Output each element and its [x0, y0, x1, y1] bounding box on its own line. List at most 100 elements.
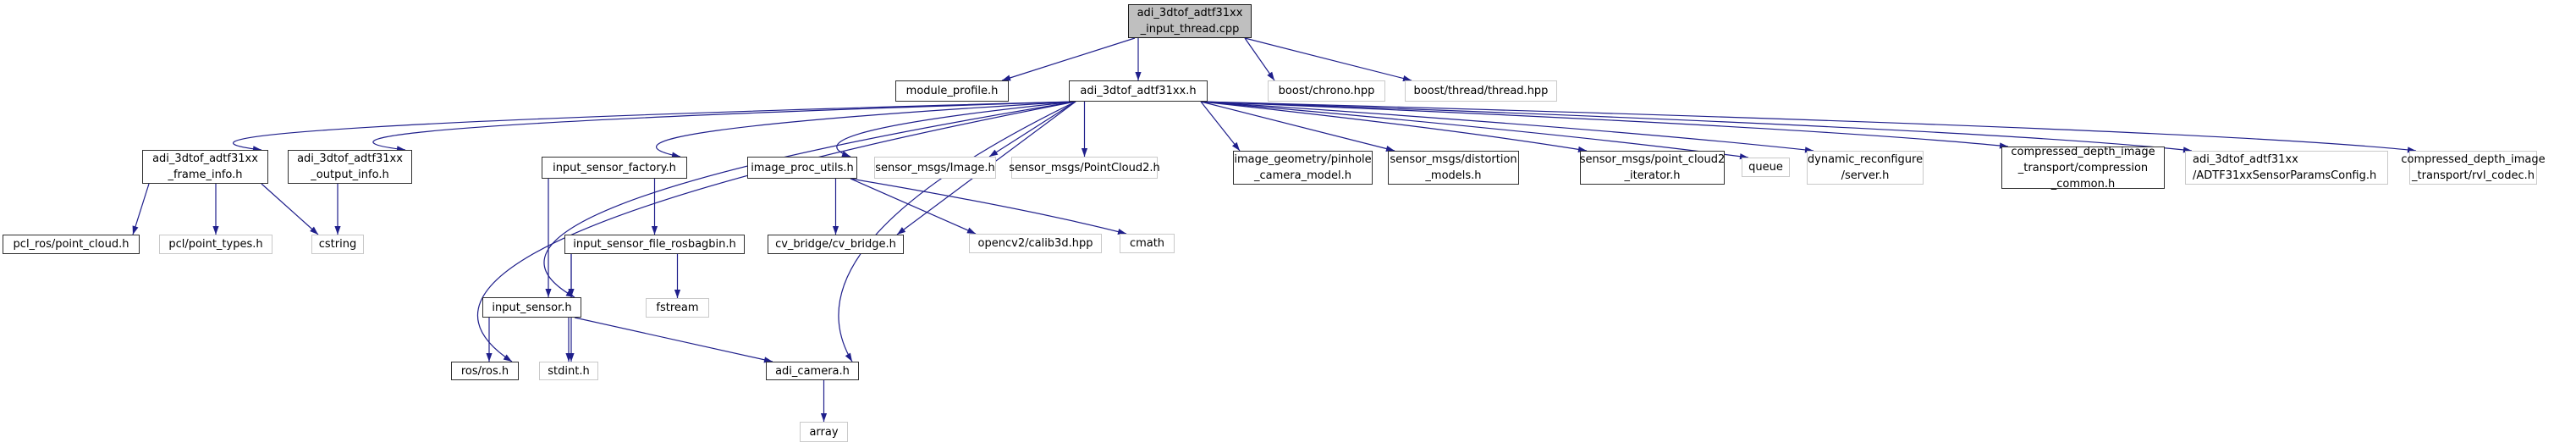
graph-node-label: cv_bridge/cv_bridge.h	[775, 238, 896, 251]
graph-node-array: array	[800, 422, 848, 442]
graph-node-point_cloud2_iterator[interactable]: sensor_msgs/point_cloud2 _iterator.h	[1580, 151, 1725, 185]
graph-node-cmath: cmath	[1120, 234, 1175, 253]
edge-image_proc_utils-opencv2_calib3d	[850, 178, 977, 235]
graph-node-input_sensor_factory[interactable]: input_sensor_factory.h	[542, 157, 687, 179]
graph-node-frame_info[interactable]: adi_3dtof_adtf31xx _frame_info.h	[142, 150, 268, 184]
edge-adi_3dtof_adtf31xx_h-adtf31xx_params_config	[1200, 101, 2193, 152]
arrowhead-adi_3dtof_adtf31xx_h-sensor_msgs_pointcloud2	[1081, 148, 1088, 157]
edge-adi_3dtof_adtf31xx_h-dynamic_reconfigure_server	[1200, 101, 1814, 152]
arrowhead-input_sensor_factory-input_sensor_file_rosbagbin	[651, 226, 658, 235]
graph-node-ros_ros[interactable]: ros/ros.h	[451, 362, 519, 380]
arrowhead-frame_info-pcl_ros_point_cloud	[132, 225, 139, 235]
graph-node-label: cstring	[318, 238, 357, 251]
graph-node-adi_3dtof_adtf31xx_h[interactable]: adi_3dtof_adtf31xx.h	[1069, 80, 1208, 102]
edge-adi_3dtof_adtf31xx_h-distortion_models	[1200, 101, 1395, 152]
arrowhead-input_thread_cpp-boost_thread	[1402, 75, 1412, 82]
arrowhead-input_sensor_file_rosbagbin-fstream	[674, 290, 681, 298]
edge-adi_3dtof_adtf31xx_h-adi_camera	[838, 101, 1076, 362]
arrowhead-adi_3dtof_adtf31xx_h-pinhole_camera_model	[1231, 141, 1240, 151]
graph-node-label: adi_3dtof_adtf31xx _input_thread.cpp	[1137, 7, 1243, 36]
arrowhead-adi_3dtof_adtf31xx_h-image_proc_utils	[841, 151, 850, 158]
graph-node-label: ros/ros.h	[460, 364, 509, 378]
graph-node-label: sensor_msgs/Image.h	[875, 161, 995, 174]
edge-adi_3dtof_adtf31xx_h-output_info	[372, 101, 1076, 151]
graph-node-image_proc_utils[interactable]: image_proc_utils.h	[747, 157, 857, 179]
edge-adi_3dtof_adtf31xx_h-ros_ros	[476, 101, 1076, 362]
graph-node-rvl_codec: compressed_depth_image _transport/rvl_co…	[2401, 151, 2546, 185]
graph-node-label: input_sensor.h	[492, 301, 572, 314]
arrowhead-input_sensor-ros_ros	[486, 353, 493, 362]
edge-frame_info-pcl_ros_point_cloud	[132, 183, 150, 235]
graph-node-cstring: cstring	[311, 235, 364, 254]
edge-image_proc_utils-cmath	[850, 178, 1127, 235]
graph-node-cv_bridge[interactable]: cv_bridge/cv_bridge.h	[768, 235, 904, 254]
arrowhead-frame_info-cstring	[310, 226, 318, 235]
arrowhead-input_thread_cpp-module_profile_h	[1002, 75, 1011, 81]
edge-adi_3dtof_adtf31xx_h-queue	[1200, 101, 1749, 158]
graph-node-compression_common[interactable]: compressed_depth_image _transport/compre…	[2001, 145, 2165, 191]
graph-node-label: boost/chrono.hpp	[1278, 85, 1375, 97]
graph-node-output_info[interactable]: adi_3dtof_adtf31xx _output_info.h	[288, 150, 412, 184]
graph-node-label: boost/thread/thread.hpp	[1413, 85, 1549, 97]
graph-node-label: image_proc_utils.h	[751, 161, 854, 174]
graph-node-label: input_sensor_factory.h	[553, 161, 676, 174]
graph-node-pinhole_camera_model[interactable]: image_geometry/pinhole _camera_model.h	[1233, 151, 1373, 185]
graph-node-module_profile_h[interactable]: module_profile.h	[895, 80, 1009, 102]
arrowhead-adi_3dtof_adtf31xx_h-input_sensor_factory	[671, 152, 680, 158]
graph-node-adtf31xx_params_config: adi_3dtof_adtf31xx /ADTF31xxSensorParams…	[2185, 151, 2388, 185]
arrowhead-input_sensor-stdint	[565, 353, 572, 362]
graph-node-label: input_sensor_file_rosbagbin.h	[573, 238, 736, 251]
graph-node-label: image_geometry/pinhole _camera_model.h	[1234, 153, 1372, 182]
graph-node-label: adi_3dtof_adtf31xx /ADTF31xxSensorParams…	[2193, 153, 2377, 182]
graph-node-boost_thread: boost/thread/thread.hpp	[1405, 80, 1557, 102]
arrowhead-frame_info-pcl_point_types	[212, 226, 219, 235]
arrowhead-input_sensor-adi_camera	[763, 357, 773, 363]
edge-frame_info-cstring	[261, 183, 319, 235]
graph-node-label: opencv2/calib3d.hpp	[977, 237, 1093, 250]
graph-node-label: adi_camera.h	[775, 364, 850, 378]
edge-adi_3dtof_adtf31xx_h-frame_info	[233, 101, 1076, 151]
graph-node-label: pcl/point_types.h	[168, 238, 263, 251]
arrowhead-output_info-cstring	[334, 226, 341, 235]
edge-input_sensor-adi_camera	[574, 317, 773, 362]
graph-node-label: sensor_msgs/point_cloud2 _iterator.h	[1579, 153, 1726, 182]
arrowhead-adi_3dtof_adtf31xx_h-cv_bridge	[897, 227, 906, 235]
edge-adi_3dtof_adtf31xx_h-image_proc_utils	[836, 101, 1076, 158]
arrowhead-adi_3dtof_adtf31xx_h-sensor_msgs_image	[989, 149, 999, 157]
graph-node-label: sensor_msgs/PointCloud2.h	[1009, 161, 1160, 174]
graph-node-label: compressed_depth_image _transport/rvl_co…	[2401, 153, 2546, 182]
graph-node-opencv2_calib3d: opencv2/calib3d.hpp	[969, 234, 1102, 253]
edge-adi_3dtof_adtf31xx_h-input_sensor	[543, 101, 1076, 298]
graph-node-distortion_models[interactable]: sensor_msgs/distortion _models.h	[1388, 151, 1519, 185]
edge-adi_3dtof_adtf31xx_h-input_sensor_factory	[655, 101, 1076, 158]
graph-node-input_thread_cpp: adi_3dtof_adtf31xx _input_thread.cpp	[1128, 4, 1252, 38]
edge-adi_3dtof_adtf31xx_h-point_cloud2_iterator	[1200, 101, 1588, 152]
graph-node-boost_chrono: boost/chrono.hpp	[1268, 80, 1385, 102]
arrowhead-input_sensor_factory-input_sensor	[545, 289, 552, 297]
arrowhead-image_proc_utils-cv_bridge	[832, 226, 839, 235]
graph-node-label: module_profile.h	[905, 85, 999, 97]
graph-node-label: stdint.h	[548, 364, 590, 378]
graph-node-adi_camera[interactable]: adi_camera.h	[766, 362, 859, 380]
graph-node-label: dynamic_reconfigure /server.h	[1807, 153, 1924, 182]
graph-node-label: sensor_msgs/distortion _models.h	[1390, 153, 1517, 182]
graph-node-sensor_msgs_pointcloud2: sensor_msgs/PointCloud2.h	[1009, 157, 1160, 179]
graph-node-pcl_ros_point_cloud[interactable]: pcl_ros/point_cloud.h	[3, 235, 140, 254]
graph-node-label: fstream	[656, 301, 699, 314]
graph-node-input_sensor_file_rosbagbin[interactable]: input_sensor_file_rosbagbin.h	[564, 235, 745, 254]
edge-input_thread_cpp-boost_chrono	[1244, 37, 1275, 81]
graph-node-dynamic_reconfigure_server: dynamic_reconfigure /server.h	[1807, 151, 1924, 185]
edge-adi_3dtof_adtf31xx_h-pinhole_camera_model	[1200, 101, 1241, 152]
graph-node-input_sensor[interactable]: input_sensor.h	[482, 297, 581, 318]
edge-input_thread_cpp-module_profile_h	[1001, 37, 1136, 81]
arrowhead-adi_3dtof_adtf31xx_h-ros_ros	[503, 354, 512, 362]
arrowhead-input_thread_cpp-adi_3dtof_adtf31xx_h	[1135, 72, 1142, 80]
arrowhead-adi_3dtof_adtf31xx_h-distortion_models	[1385, 146, 1395, 152]
graph-node-label: compressed_depth_image _transport/compre…	[2011, 145, 2155, 191]
graph-node-label: cmath	[1129, 237, 1165, 250]
graph-node-queue: queue	[1742, 158, 1790, 177]
graph-node-label: pcl_ros/point_cloud.h	[13, 238, 129, 251]
graph-node-label: adi_3dtof_adtf31xx _frame_info.h	[152, 152, 258, 181]
arrowhead-image_proc_utils-opencv2_calib3d	[966, 227, 976, 234]
